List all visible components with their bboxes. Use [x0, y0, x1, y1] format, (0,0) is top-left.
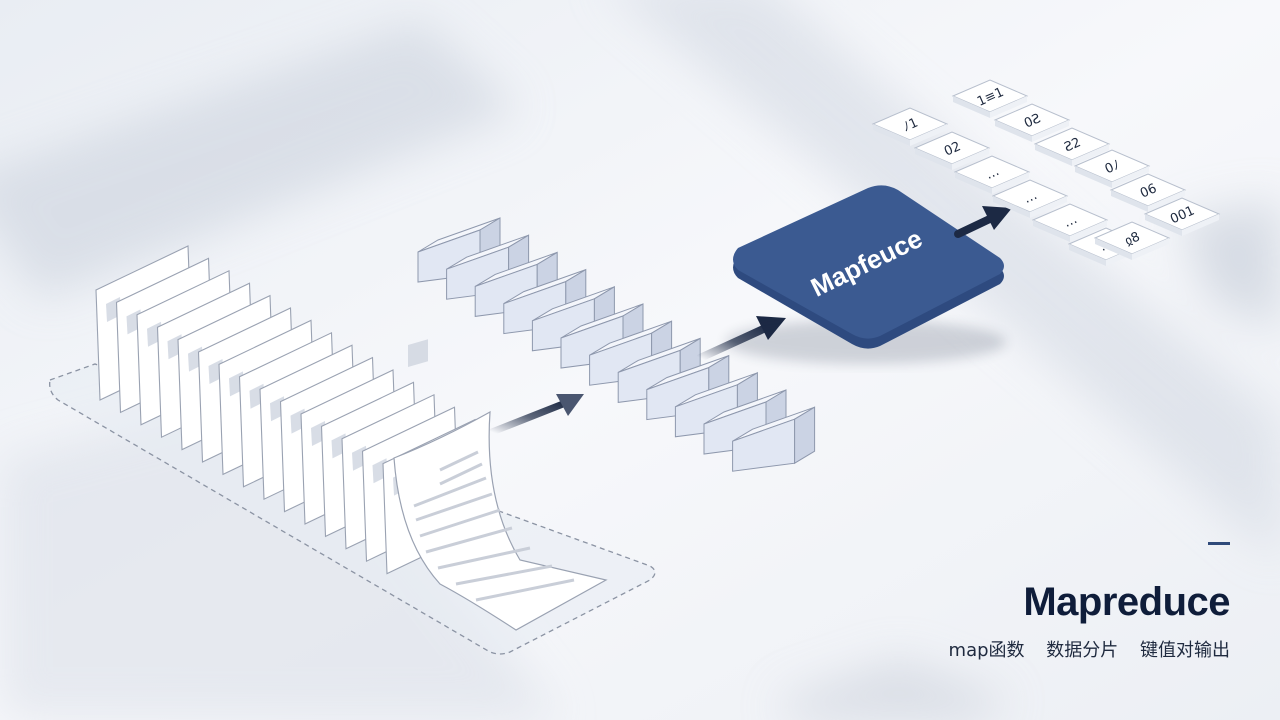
title-accent-bar	[1208, 542, 1230, 545]
kv-cell-label: …	[1022, 188, 1040, 207]
kv-cell: Ƨ2	[1033, 127, 1111, 166]
kv-cell-label: …	[984, 164, 1002, 183]
kv-cell-label: ﾉ1	[901, 116, 921, 136]
data-shard-icon	[417, 217, 816, 472]
subtitle-item: 数据分片	[1046, 640, 1119, 661]
subtitle-item: 键值对输出	[1140, 640, 1230, 661]
subtitle-item: map函数	[948, 640, 1025, 661]
kv-cell-label: Ƨ2	[1062, 135, 1083, 155]
kv-cell-label: ჲ8	[1123, 229, 1143, 249]
slide-title: Mapreduce	[1023, 580, 1230, 624]
kv-cell: …	[953, 155, 1031, 194]
front-document	[393, 339, 608, 631]
kv-cell: 1≡1	[951, 79, 1029, 118]
kv-cell: 06	[1109, 173, 1187, 212]
mapreduce-engine: Mapfeuce	[726, 185, 1006, 364]
kv-cell-label: 0ﾉ	[1103, 158, 1123, 178]
kv-cell: ჲ8	[1093, 221, 1171, 260]
slide-subtitle: map函数 数据分片 键值对输出	[949, 636, 1230, 662]
kv-cell: ﾉ1	[871, 107, 949, 146]
kv-cell: 0Ƨ	[993, 103, 1071, 142]
kv-cell-label: 0Ƨ	[1022, 111, 1043, 131]
kv-cell: …	[1031, 203, 1109, 242]
kv-cell-label: …	[1062, 212, 1080, 231]
kv-cell: 02	[913, 131, 991, 170]
kv-cell-label: 06	[1138, 181, 1159, 201]
kv-cell: …	[991, 179, 1069, 218]
arrow-icon	[488, 394, 584, 436]
data-shard-block	[732, 406, 816, 472]
kv-cell: 0ﾉ	[1073, 149, 1151, 188]
kv-cell: 001	[1143, 197, 1221, 236]
kv-cell-label: 02	[942, 139, 963, 159]
arrow-icon	[954, 206, 1012, 238]
